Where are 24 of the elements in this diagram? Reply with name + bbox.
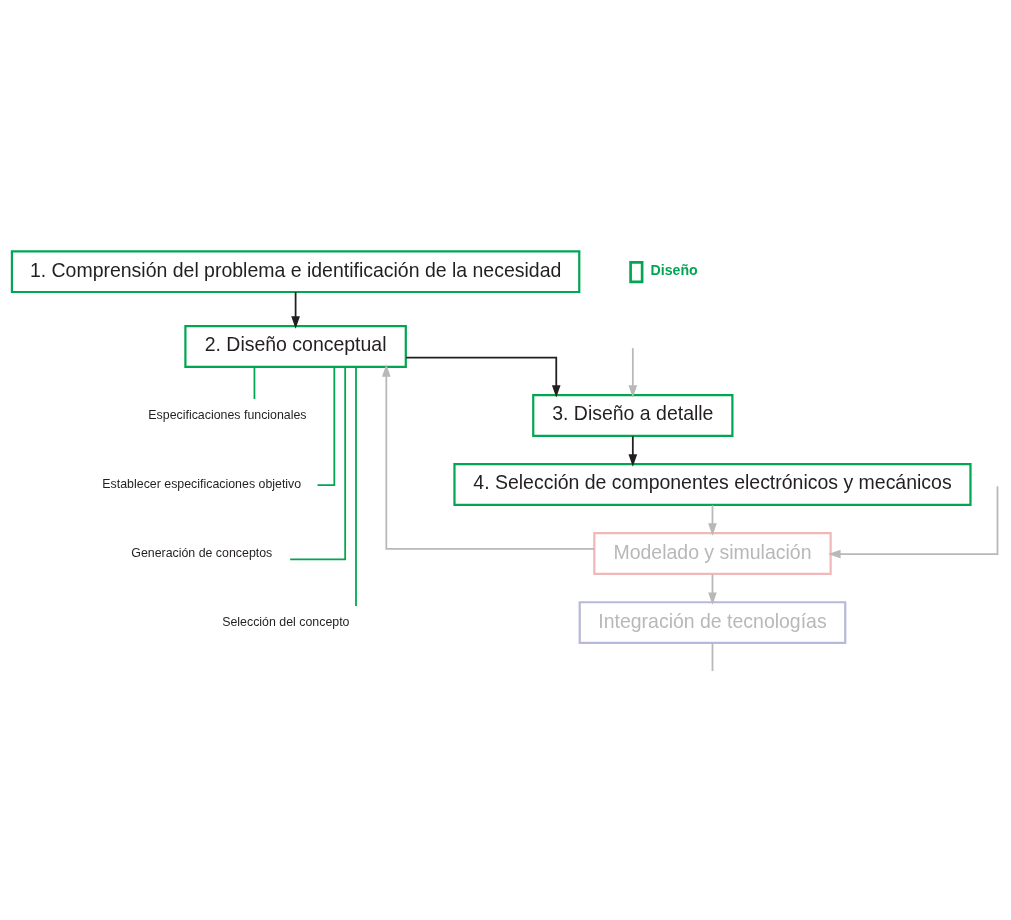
arrow	[828, 485, 999, 559]
node-box: Integración de tecnologías	[578, 601, 847, 645]
node-text: Especificaciones funcionales	[148, 407, 307, 422]
arrow	[708, 504, 717, 536]
arrow	[628, 435, 638, 467]
connector	[253, 366, 256, 400]
arrow	[381, 364, 596, 550]
legend-label: Diseño	[650, 261, 698, 278]
arrow	[405, 356, 561, 398]
node-text: Generación de conceptos	[131, 545, 273, 560]
node-box: 2. Diseño conceptual	[184, 324, 407, 368]
node-box: 1. Comprensión del problema e identificación de la necesidad	[10, 250, 581, 294]
connector	[355, 366, 357, 607]
arrow	[708, 573, 717, 605]
connector	[316, 366, 336, 486]
node-box: 3. Diseño a detalle	[532, 394, 734, 437]
arrow	[628, 347, 638, 398]
connector	[711, 642, 714, 672]
node-box: 4. Selección de componentes electrónicos y mecánicos	[453, 463, 972, 506]
node-text: Establecer especificaciones objetivo	[102, 476, 302, 491]
connector	[289, 365, 347, 561]
node-box: Modelado y simulación	[593, 532, 832, 575]
node-text: Selección del concepto	[222, 614, 350, 629]
arrow	[291, 291, 300, 329]
